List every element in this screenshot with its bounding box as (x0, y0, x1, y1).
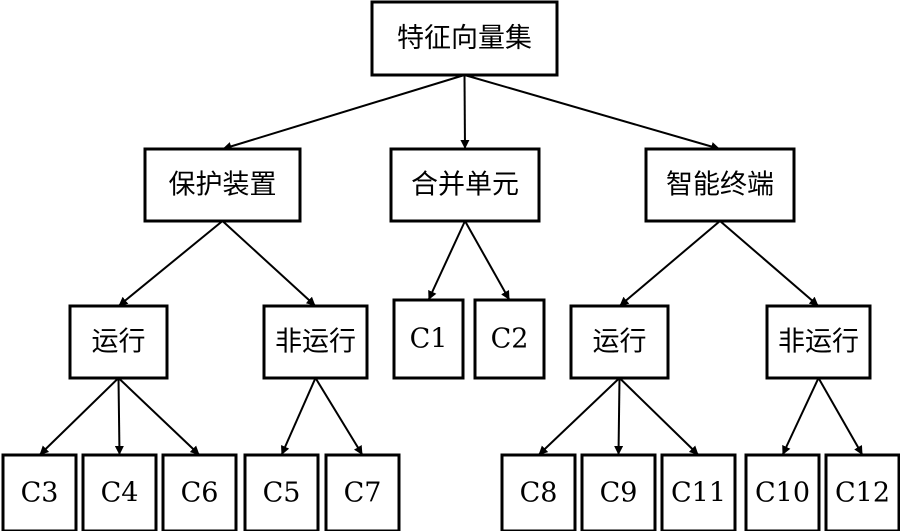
node-box (389, 147, 541, 223)
node-c3: C3 (1, 453, 78, 531)
node-label: 特征向量集 (397, 23, 532, 54)
node-box (580, 453, 657, 531)
node-label: C3 (21, 478, 59, 509)
edge-term-running-to-c11 (618, 377, 700, 456)
node-label: 保护装置 (169, 170, 277, 201)
node-label: C6 (181, 478, 219, 509)
node-c9: C9 (580, 453, 657, 531)
edge-root-to-terminal (464, 74, 721, 151)
edge-protection-to-prot-nonrunning (221, 220, 317, 307)
node-box (324, 453, 401, 531)
node-c8: C8 (500, 453, 577, 531)
node-label: C5 (263, 478, 301, 509)
node-label: C11 (671, 478, 726, 509)
node-c1: C1 (392, 298, 465, 380)
node-box (243, 453, 320, 531)
node-box (824, 453, 900, 531)
node-prot-running: 运行 (68, 304, 169, 380)
node-label: 智能终端 (666, 170, 774, 201)
node-term-nonrunning: 非运行 (765, 304, 872, 380)
node-box (1, 453, 78, 531)
node-box (262, 304, 369, 380)
node-c4: C4 (81, 453, 158, 531)
edge-prot-nonrunning-to-c7 (314, 377, 364, 456)
node-c11: C11 (660, 453, 737, 531)
node-c7: C7 (324, 453, 401, 531)
edge-terminal-to-term-running (618, 220, 721, 307)
edge-prot-running-to-c4 (114, 377, 124, 456)
node-merging: 合并单元 (389, 147, 541, 223)
node-label: 非运行 (778, 327, 859, 358)
node-box (569, 304, 670, 380)
node-label: C12 (835, 478, 890, 509)
edge-term-nonrunning-to-c10 (781, 377, 820, 456)
node-c12: C12 (824, 453, 900, 531)
node-box (500, 453, 577, 531)
node-c10: C10 (744, 453, 821, 531)
node-box (765, 304, 872, 380)
node-box (644, 147, 796, 223)
node-box (473, 298, 546, 380)
node-c2: C2 (473, 298, 546, 380)
edge-merging-to-c2 (464, 220, 511, 301)
node-label: C9 (600, 478, 638, 509)
edge-prot-running-to-c6 (117, 377, 201, 456)
node-box (161, 453, 238, 531)
node-root: 特征向量集 (370, 0, 559, 77)
edge-protection-to-prot-running (117, 220, 224, 307)
edge-prot-running-to-c3 (38, 377, 120, 456)
node-label: C2 (491, 324, 529, 355)
node-box (370, 0, 559, 77)
edge-root-to-merging (460, 74, 470, 150)
node-label: C10 (755, 478, 810, 509)
node-label: C7 (344, 478, 382, 509)
node-label: C1 (410, 324, 448, 355)
edge-prot-nonrunning-to-c5 (280, 377, 317, 456)
edge-terminal-to-term-nonrunning (719, 220, 820, 307)
node-box (392, 298, 465, 380)
node-box (744, 453, 821, 531)
node-label: C8 (520, 478, 558, 509)
edge-term-running-to-c9 (614, 377, 624, 456)
node-box (660, 453, 737, 531)
edges-layer (38, 74, 864, 456)
node-label: 运行 (92, 327, 146, 358)
edge-term-running-to-c8 (537, 377, 621, 456)
node-prot-nonrunning: 非运行 (262, 304, 369, 380)
node-label: 非运行 (275, 327, 356, 358)
edge-term-nonrunning-to-c12 (817, 377, 864, 456)
node-c6: C6 (161, 453, 238, 531)
node-box (68, 304, 169, 380)
node-label: 运行 (593, 327, 647, 358)
node-c5: C5 (243, 453, 320, 531)
edge-merging-to-c1 (427, 220, 466, 301)
node-box (143, 147, 302, 223)
node-terminal: 智能终端 (644, 147, 796, 223)
node-term-running: 运行 (569, 304, 670, 380)
node-label: 合并单元 (411, 170, 519, 201)
node-protection: 保护装置 (143, 147, 302, 223)
node-label: C4 (101, 478, 139, 509)
edge-root-to-protection (222, 74, 465, 151)
node-box (81, 453, 158, 531)
